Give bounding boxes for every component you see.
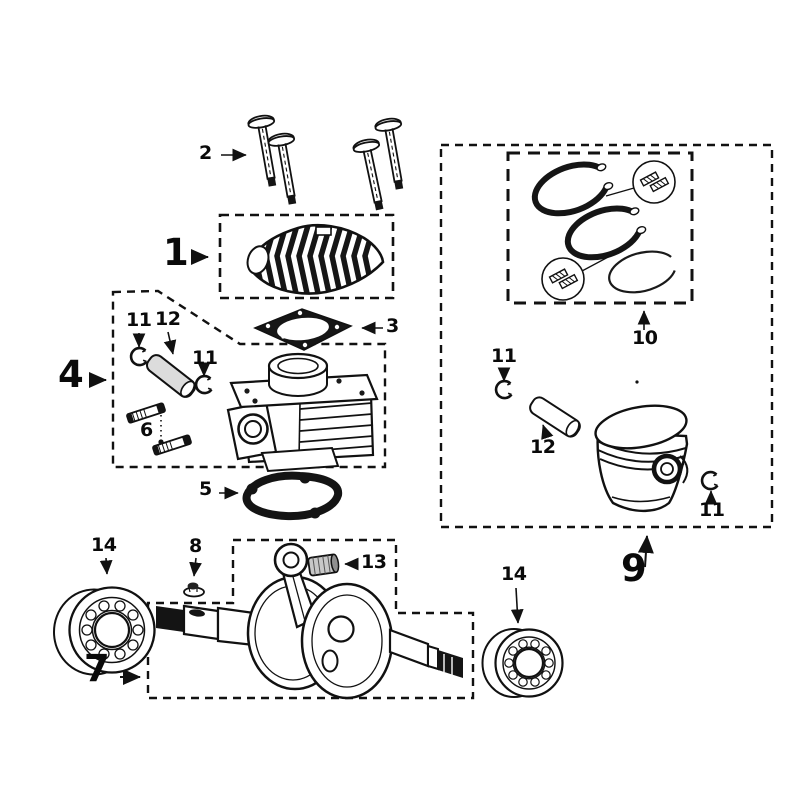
callout-leader-lines: [89, 148, 718, 685]
callout-13: 13: [361, 551, 387, 573]
base-gasket-drawing: [242, 471, 343, 521]
head-bolts-drawing: [246, 112, 414, 214]
crankpin-plug-drawing: [307, 553, 340, 577]
piston-circlip-left-a: [129, 346, 148, 367]
piston-drawing: [594, 404, 689, 513]
head-gasket-drawing: [253, 308, 353, 351]
callout-14-a: 14: [91, 534, 117, 556]
piston-circlip-right-b: [700, 470, 719, 491]
callout-11-a: 11: [126, 309, 152, 331]
piston-rings-drawing: [531, 160, 676, 301]
callout-10: 10: [632, 327, 658, 349]
ring-gap-magnifier-b: [541, 257, 585, 301]
callout-11-c: 11: [491, 345, 517, 367]
group-10-box: [506, 151, 694, 305]
ring-gap-magnifier-a: [632, 160, 676, 204]
callout-4: 4: [58, 353, 84, 396]
callout-5: 5: [199, 478, 212, 500]
callout-3: 3: [386, 315, 399, 337]
group-1-box: [218, 213, 395, 300]
piston-circlip-left-b: [194, 374, 213, 395]
callout-11-d: 11: [699, 499, 725, 521]
callout-9: 9: [621, 547, 647, 590]
small-dot: [635, 380, 639, 384]
group-4-box: [111, 289, 387, 469]
group-7-box: [146, 538, 475, 700]
piston-pin-left-drawing: [146, 354, 196, 398]
woodruff-key-drawing: [183, 582, 205, 598]
bearing-right-drawing: [481, 628, 564, 698]
callout-11-b: 11: [192, 347, 218, 369]
bearing-left-drawing: [53, 586, 156, 676]
piston-pin-right-drawing: [529, 396, 581, 438]
callout-14-b: 14: [501, 563, 527, 585]
piston-circlip-right-a: [494, 379, 513, 400]
cylinder-head-drawing: [246, 223, 385, 295]
callout-7: 7: [84, 647, 110, 690]
cylinder-drawing: [226, 352, 379, 473]
callout-8: 8: [189, 535, 202, 557]
callout-12-a: 12: [155, 308, 181, 330]
group-9-box: [439, 143, 774, 529]
crankshaft-drawing: [156, 542, 463, 700]
callout-6: 6: [140, 419, 153, 441]
callout-12-b: 12: [530, 436, 556, 458]
expander-ring-drawing: [608, 250, 676, 294]
cylinder-studs-drawing: [125, 401, 193, 457]
callout-1: 1: [163, 231, 189, 274]
callout-2: 2: [199, 142, 212, 164]
